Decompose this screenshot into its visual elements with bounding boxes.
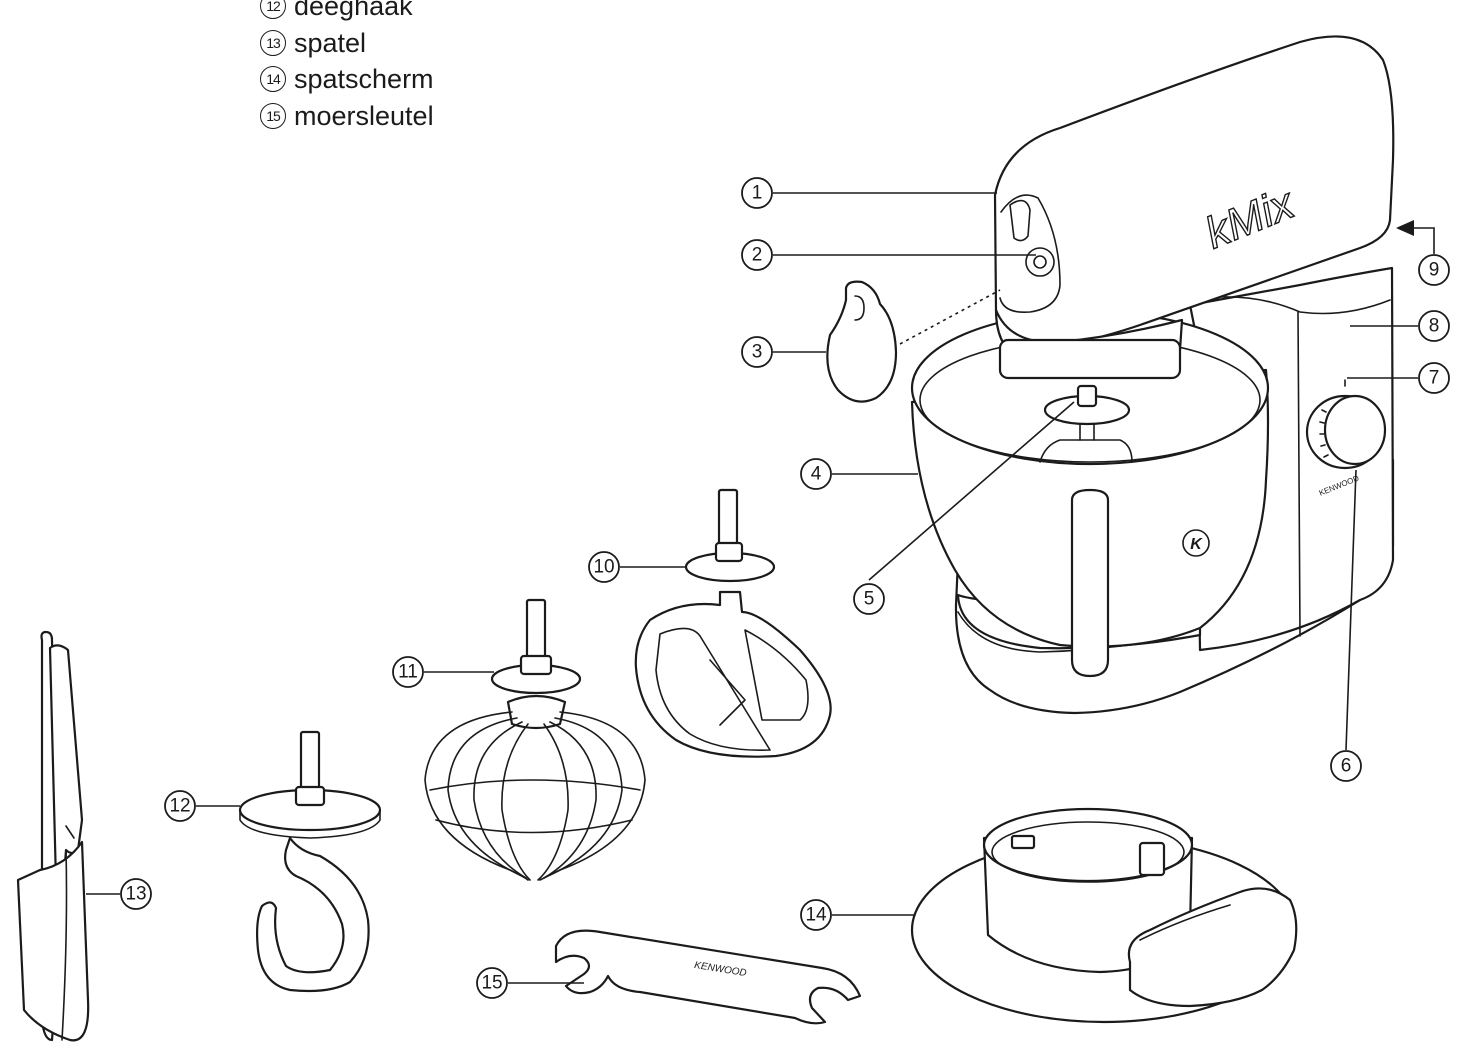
callout-9: 9 [1418, 254, 1450, 286]
k-beater [634, 488, 832, 758]
legend-number: 13 [260, 29, 286, 56]
arrow-head [1396, 220, 1414, 236]
callout-15: 15 [476, 967, 508, 999]
svg-text:10: 10 [593, 557, 614, 578]
drive-hub [998, 338, 1182, 380]
legend-label: spatel [294, 27, 367, 58]
callout-10: 10 [588, 551, 620, 583]
wire-whisk [424, 598, 646, 881]
callout-leaders [86, 192, 1435, 984]
callout-13: 13 [120, 878, 152, 910]
bowl-logo: K [1190, 536, 1203, 553]
callout-2: 2 [741, 239, 773, 271]
svg-text:6: 6 [1341, 756, 1352, 777]
svg-text:2: 2 [752, 245, 763, 266]
callout-5: 5 [853, 583, 885, 615]
callout-3: 3 [741, 336, 773, 368]
legend-item: 15 moersleutel [260, 98, 434, 135]
svg-text:8: 8 [1429, 316, 1440, 337]
callout-12: 12 [164, 790, 196, 822]
body-panel-line [1297, 311, 1301, 637]
outlet-socket-inner [1033, 255, 1047, 269]
svg-text:3: 3 [752, 342, 763, 363]
svg-text:11: 11 [398, 662, 418, 683]
callout-14: 14 [800, 899, 832, 931]
outlet-cover [826, 280, 1001, 403]
svg-text:12: 12 [169, 796, 190, 817]
svg-text:1: 1 [752, 183, 763, 204]
body-shoulder [1189, 296, 1391, 315]
speed-knob-front [1323, 394, 1387, 466]
svg-text:5: 5 [864, 589, 875, 610]
legend-label: moersleutel [294, 100, 434, 131]
spanner: KENWOOD [554, 929, 862, 1025]
legend-label: deeghaak [294, 0, 413, 21]
tool-in-bowl [1039, 439, 1133, 463]
svg-text:9: 9 [1429, 260, 1440, 281]
legend-label: spatscherm [294, 64, 434, 94]
head-trim [999, 194, 1061, 314]
callout-11: 11 [392, 656, 424, 688]
stand-mixer: K kMix KENWOOD [910, 35, 1395, 715]
legend-number: 14 [260, 66, 286, 93]
callout-8: 8 [1418, 310, 1450, 342]
svg-text:15: 15 [481, 973, 502, 994]
outlet-socket [1025, 247, 1055, 277]
svg-text:13: 13 [125, 884, 146, 905]
legend-number: 15 [260, 102, 286, 129]
bowl-logo-badge [1182, 529, 1210, 557]
spatula [16, 630, 90, 1042]
speed-scale [1319, 409, 1329, 458]
callout-6: 6 [1330, 750, 1362, 782]
callout-1: 1 [741, 177, 773, 209]
tool-coupling-in-bowl [1076, 384, 1098, 408]
dough-hook [238, 730, 382, 993]
svg-text:14: 14 [805, 905, 827, 926]
svg-text:7: 7 [1429, 368, 1440, 389]
splash-guard [910, 807, 1298, 1024]
svg-text:4: 4 [811, 464, 822, 485]
legend-item: 13 spatel [260, 25, 434, 62]
callout-4: 4 [800, 458, 832, 490]
legend-item: 14 spatscherm [260, 61, 434, 98]
outlet-cover-slot [1009, 199, 1031, 242]
callout-7: 7 [1418, 362, 1450, 394]
bowl-handle [1070, 488, 1110, 678]
